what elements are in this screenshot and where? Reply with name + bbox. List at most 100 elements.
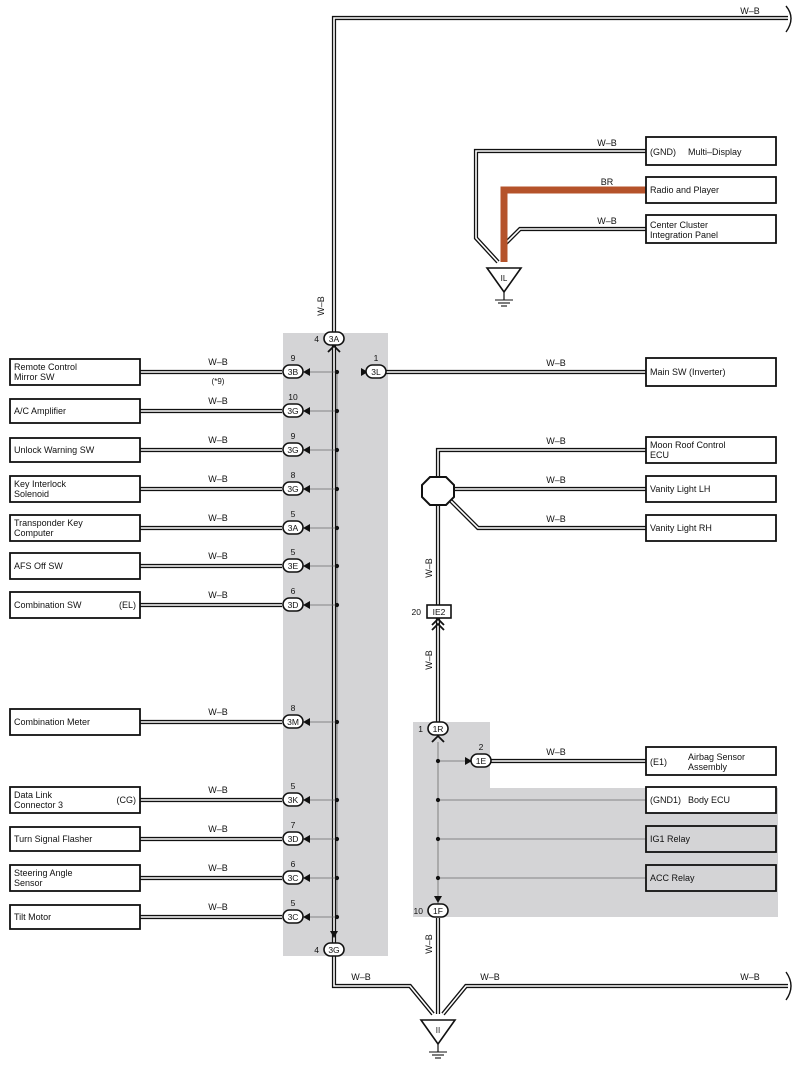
left-component-4-name2: Computer: [14, 528, 54, 538]
ground-il-icon: [485, 267, 523, 294]
arrow-1f-icon: [434, 896, 442, 903]
multi-display-code: (GND): [650, 147, 676, 157]
connector-left-6-label: 3D: [288, 600, 299, 610]
left-component-9-name: Turn Signal Flasher: [14, 834, 92, 844]
wire-left-0-label: W–B: [208, 357, 228, 367]
arrow-left-4: [303, 524, 310, 532]
arrow-left-9: [303, 835, 310, 843]
connector-left-8-label: 3K: [288, 795, 299, 805]
connector-left-1-label: 3G: [287, 406, 298, 416]
ground-il-icon-label: IL: [501, 274, 508, 283]
left-component-5: [9, 552, 141, 580]
connector-left-4-pin: 5: [291, 509, 296, 519]
left-component-0-name: Remote Control: [14, 362, 77, 372]
wire-left-9-label: W–B: [208, 824, 228, 834]
wire-moon-roof: [435, 447, 646, 477]
connector-left-5: [282, 558, 304, 573]
arrow-left-5: [303, 562, 310, 570]
left-component-0: [9, 358, 141, 386]
wire-left-11-label: W–B: [208, 902, 228, 912]
wire-left-1-label: W–B: [208, 396, 228, 406]
wire-center-cluster-core: [503, 228, 646, 262]
connector-left-1: [282, 403, 304, 418]
connector-left-7-label: 3M: [287, 717, 299, 727]
connector-left-2-pin: 9: [291, 431, 296, 441]
left-component-3: [9, 475, 141, 503]
connector-left-3-label: 3G: [287, 484, 298, 494]
left-component-6: [9, 591, 141, 619]
left-component-11-name: Tilt Motor: [14, 912, 51, 922]
mid-right-component-1: [645, 475, 777, 503]
arrow-3l-icon: [361, 368, 368, 376]
left-component-2: [9, 437, 141, 463]
wire-multidisplay-label: W–B: [597, 138, 617, 148]
connector-left-0-label: 3B: [288, 367, 299, 377]
airbag-code: (E1): [650, 757, 667, 767]
connector-left-9: [282, 831, 304, 846]
top-right-component-0: [645, 136, 777, 166]
chevron-ie2-icon: [431, 617, 445, 626]
connector-left-10-pin: 6: [291, 859, 296, 869]
connector-bottom-3g-pin: 4: [314, 945, 319, 955]
top-right-component-2: [645, 214, 777, 244]
left-component-0-name2: Mirror SW: [14, 372, 55, 382]
arrow-left-6: [303, 601, 310, 609]
splice-octagon-icon: [421, 476, 455, 506]
junction-ie2-pin: 20: [412, 607, 422, 617]
junction-ie2-label: IE2: [433, 607, 446, 617]
wire-center-label: W–B: [597, 216, 617, 226]
chevron-1r-icon: [431, 734, 445, 743]
wire-bottom-right: [441, 983, 788, 1016]
node-left-11: [334, 914, 340, 920]
wire-ie2-vertical-label: W–B: [424, 650, 434, 670]
left-component-1: [9, 398, 141, 424]
node-left-9: [334, 836, 340, 842]
left-component-9: [9, 826, 141, 852]
top-right-component-1: [645, 176, 777, 204]
left-component-8-name: Data Link: [14, 790, 53, 800]
left-component-10-name: Steering Angle: [14, 868, 73, 878]
connector-left-8: [282, 792, 304, 807]
connector-left-11-pin: 5: [291, 898, 296, 908]
mid-right-component-0: [645, 436, 777, 464]
vanity-lh-name: Vanity Light LH: [650, 484, 710, 494]
ground-ii-icon-label: II: [436, 1026, 440, 1035]
connector-left-11-label: 3C: [288, 912, 299, 922]
node-left-8: [334, 797, 340, 803]
moon-roof-name: Moon Roof Control: [650, 440, 726, 450]
left-component-11: [9, 904, 141, 930]
multi-display-name: Multi–Display: [688, 147, 742, 157]
arrow-left-2: [303, 446, 310, 454]
left-component-4: [9, 514, 141, 542]
node-left-4: [334, 525, 340, 531]
wire-splice-vertical-label: W–B: [424, 558, 434, 578]
connector-1r-label: 1R: [433, 724, 444, 734]
connector-left-7-pin: 8: [291, 703, 296, 713]
connector-left-7: [282, 714, 304, 729]
connector-left-5-pin: 5: [291, 547, 296, 557]
wire-top-break-icon: [785, 5, 792, 33]
wire-vanity-rh-label: W–B: [546, 514, 566, 524]
vanity-rh-name: Vanity Light RH: [650, 523, 712, 533]
wire-bottom-break-icon: [785, 971, 792, 1001]
connector-left-8-pin: 5: [291, 781, 296, 791]
node-right-1: [435, 836, 441, 842]
wire-top-main-core: [333, 17, 788, 333]
connector-left-6-pin: 6: [291, 586, 296, 596]
mid-right-component-2: [645, 514, 777, 542]
wire-3g-ground: [331, 956, 435, 1016]
wire-airbag-label: W–B: [546, 747, 566, 757]
wire-br-label: BR: [601, 177, 614, 187]
connector-left-10: [282, 870, 304, 885]
connector-left-0-pin: 9: [291, 353, 296, 363]
acc-relay-name: ACC Relay: [650, 873, 695, 883]
wire-3g-ground-core: [333, 956, 434, 1015]
main-sw-name: Main SW (Inverter): [650, 367, 726, 377]
connector-top-3a-label: 3A: [329, 334, 340, 344]
arrow-left-1: [303, 407, 310, 415]
left-component-2-name: Unlock Warning SW: [14, 445, 95, 455]
connector-bottom-3g: [323, 942, 345, 957]
connector-left-4: [282, 520, 304, 535]
left-component-6-name: Combination SW: [14, 600, 82, 610]
chevron-3a-icon: [327, 344, 341, 353]
